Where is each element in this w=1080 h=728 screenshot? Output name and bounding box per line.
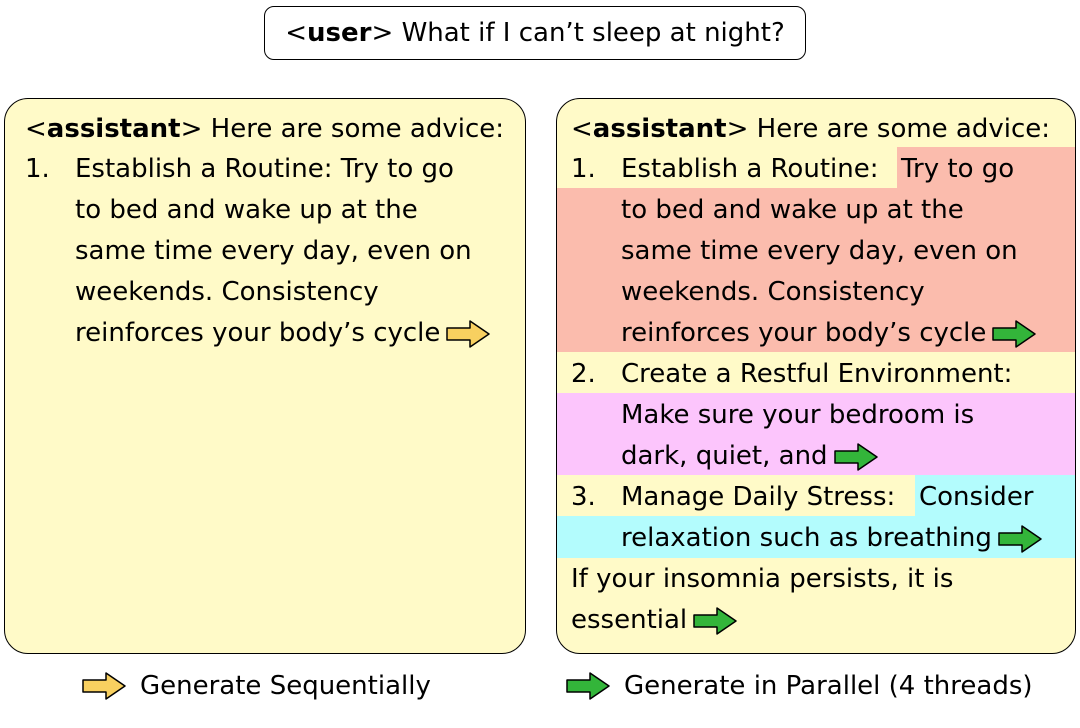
text-line: weekends. Consistency bbox=[75, 277, 379, 307]
parallel-arrow-icon bbox=[992, 319, 1037, 348]
thread3-highlight bbox=[557, 516, 1075, 558]
user-open-bracket: < bbox=[285, 18, 308, 48]
text-line: weekends. Consistency bbox=[621, 277, 925, 307]
text-line: to bed and wake up at the bbox=[75, 195, 418, 225]
user-question: What if I can’t sleep at night? bbox=[401, 18, 785, 48]
parallel-arrow-icon bbox=[998, 524, 1042, 553]
sequential-arrow-icon bbox=[446, 319, 491, 348]
intro-text: Here are some advice: bbox=[756, 114, 1051, 144]
item1-title: Establish a Routine: bbox=[621, 154, 879, 184]
sequential-panel: <assistant> Here are some advice: 1. Est… bbox=[4, 98, 526, 654]
text-line: reinforces your body’s cycle bbox=[75, 318, 441, 348]
parallel-arrow-icon bbox=[833, 442, 878, 471]
text-line: relaxation such as breathing bbox=[621, 523, 992, 553]
item-number: 2. bbox=[571, 359, 596, 389]
text-line: Establish a Routine: Try to go bbox=[75, 154, 454, 184]
item2-title: Create a Restful Environment: bbox=[621, 359, 1013, 389]
text-line-with-arrow: dark, quiet, and bbox=[621, 436, 878, 477]
text-line: If your insomnia persists, it is bbox=[571, 564, 954, 594]
item-number: 1. bbox=[571, 154, 596, 184]
user-close-bracket: > bbox=[371, 18, 402, 48]
text-line: Consider bbox=[919, 482, 1034, 512]
text-line-with-arrow: essential bbox=[571, 600, 737, 641]
text-line: dark, quiet, and bbox=[621, 441, 828, 471]
assistant-tag: assistant bbox=[592, 114, 727, 144]
user-prompt-box: <user> What if I can’t sleep at night? bbox=[264, 6, 806, 60]
legend-parallel: Generate in Parallel (4 threads) bbox=[566, 666, 1033, 706]
thread3-highlight-first bbox=[915, 475, 1075, 516]
text-line: to bed and wake up at the bbox=[621, 195, 964, 225]
text-line: essential bbox=[571, 605, 688, 635]
user-tag: user bbox=[307, 18, 372, 48]
item-number: 1. bbox=[25, 154, 50, 184]
thread1-highlight bbox=[557, 188, 1075, 352]
legend-sequential: Generate Sequentially bbox=[82, 666, 431, 706]
item-number: 3. bbox=[571, 482, 596, 512]
text-line: same time every day, even on bbox=[75, 236, 472, 266]
parallel-panel: <assistant> Here are some advice: 1. Est… bbox=[556, 98, 1076, 654]
text-line-with-arrow: relaxation such as breathing bbox=[621, 518, 1042, 559]
legend-parallel-label: Generate in Parallel (4 threads) bbox=[624, 671, 1033, 701]
assistant-tag: assistant bbox=[46, 114, 181, 144]
item3-title: Manage Daily Stress: bbox=[621, 482, 896, 512]
parallel-arrow-icon bbox=[566, 672, 610, 700]
text-line: Try to go bbox=[901, 154, 1015, 184]
text-line-with-arrow: reinforces your body’s cycle bbox=[75, 313, 491, 354]
legend-sequential-label: Generate Sequentially bbox=[140, 671, 431, 701]
text-line: same time every day, even on bbox=[621, 236, 1018, 266]
intro-text: Here are some advice: bbox=[210, 114, 505, 144]
text-line: reinforces your body’s cycle bbox=[621, 318, 987, 348]
assistant-intro-line: <assistant> Here are some advice: bbox=[571, 114, 1051, 144]
text-line: Make sure your bedroom is bbox=[621, 400, 975, 430]
sequential-arrow-icon bbox=[82, 672, 126, 700]
parallel-arrow-icon bbox=[693, 606, 737, 635]
text-line-with-arrow: reinforces your body’s cycle bbox=[621, 313, 1037, 354]
assistant-intro-line: <assistant> Here are some advice: bbox=[25, 114, 505, 144]
thread1-highlight-first bbox=[897, 147, 1075, 188]
thread2-highlight bbox=[557, 393, 1075, 475]
